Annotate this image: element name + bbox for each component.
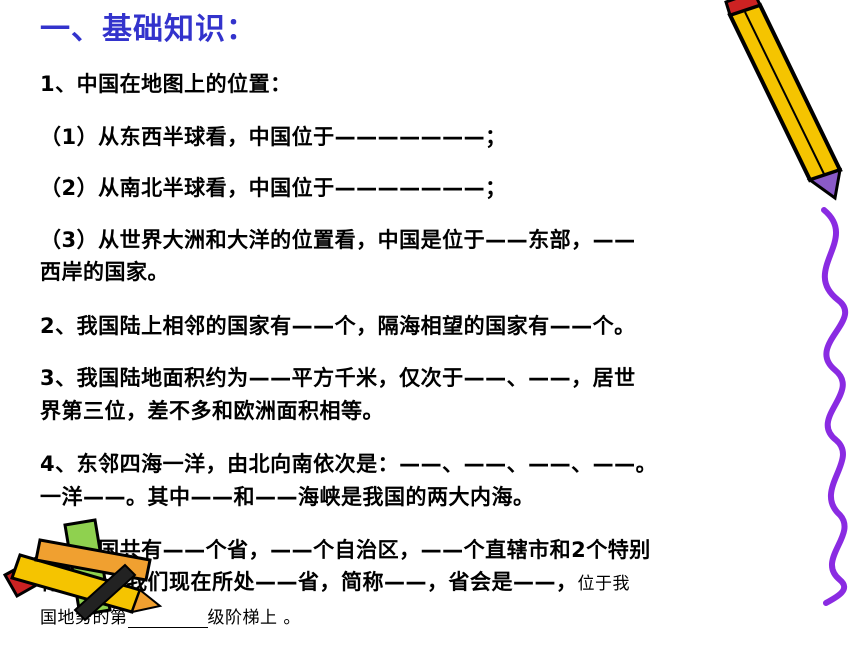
text-line-13-tail: 级阶梯上 。 xyxy=(207,608,301,628)
text-line-13: 国地势的第 级阶梯上 。 xyxy=(40,603,301,628)
text-line-4: （3）从世界大洲和大洋的位置看，中国是位于——东部，—— xyxy=(40,228,636,252)
text-line-9: 4、东邻四海一洋，由北向南依次是：——、——、——、——。 xyxy=(40,452,658,476)
section-title: 一、基础知识： xyxy=(40,12,257,47)
text-line-13-main: 国地势的第 xyxy=(40,608,128,628)
text-line-12: 行政区。我们现在所处——省，简称——，省会是——，位于我 xyxy=(40,566,630,596)
text-line-12-main: 行政区。我们现在所处——省，简称——，省会是——， xyxy=(40,570,578,594)
text-line-5: 西岸的国家。 xyxy=(40,260,169,284)
text-line-3: （2）从南北半球看，中国位于———————； xyxy=(40,176,507,200)
text-line-6: 2、我国陆上相邻的国家有——个，隔海相望的国家有——个。 xyxy=(40,314,636,338)
text-line-10: 一洋——。其中——和——海峡是我国的两大内海。 xyxy=(40,485,535,509)
text-line-8: 界第三位，差不多和欧洲面积相等。 xyxy=(40,399,384,423)
text-line-12-tail: 位于我 xyxy=(577,574,630,594)
text-line-11: 5、我国共有——个省，——个自治区，——个直辖市和2个特别 xyxy=(40,538,651,562)
text-line-1: 1、中国在地图上的位置： xyxy=(40,72,292,96)
fill-blank xyxy=(127,611,208,628)
text-line-7: 3、我国陆地面积约为——平方千米，仅次于——、——，居世 xyxy=(40,366,636,390)
text-line-2: （1）从东西半球看，中国位于———————； xyxy=(40,125,507,149)
